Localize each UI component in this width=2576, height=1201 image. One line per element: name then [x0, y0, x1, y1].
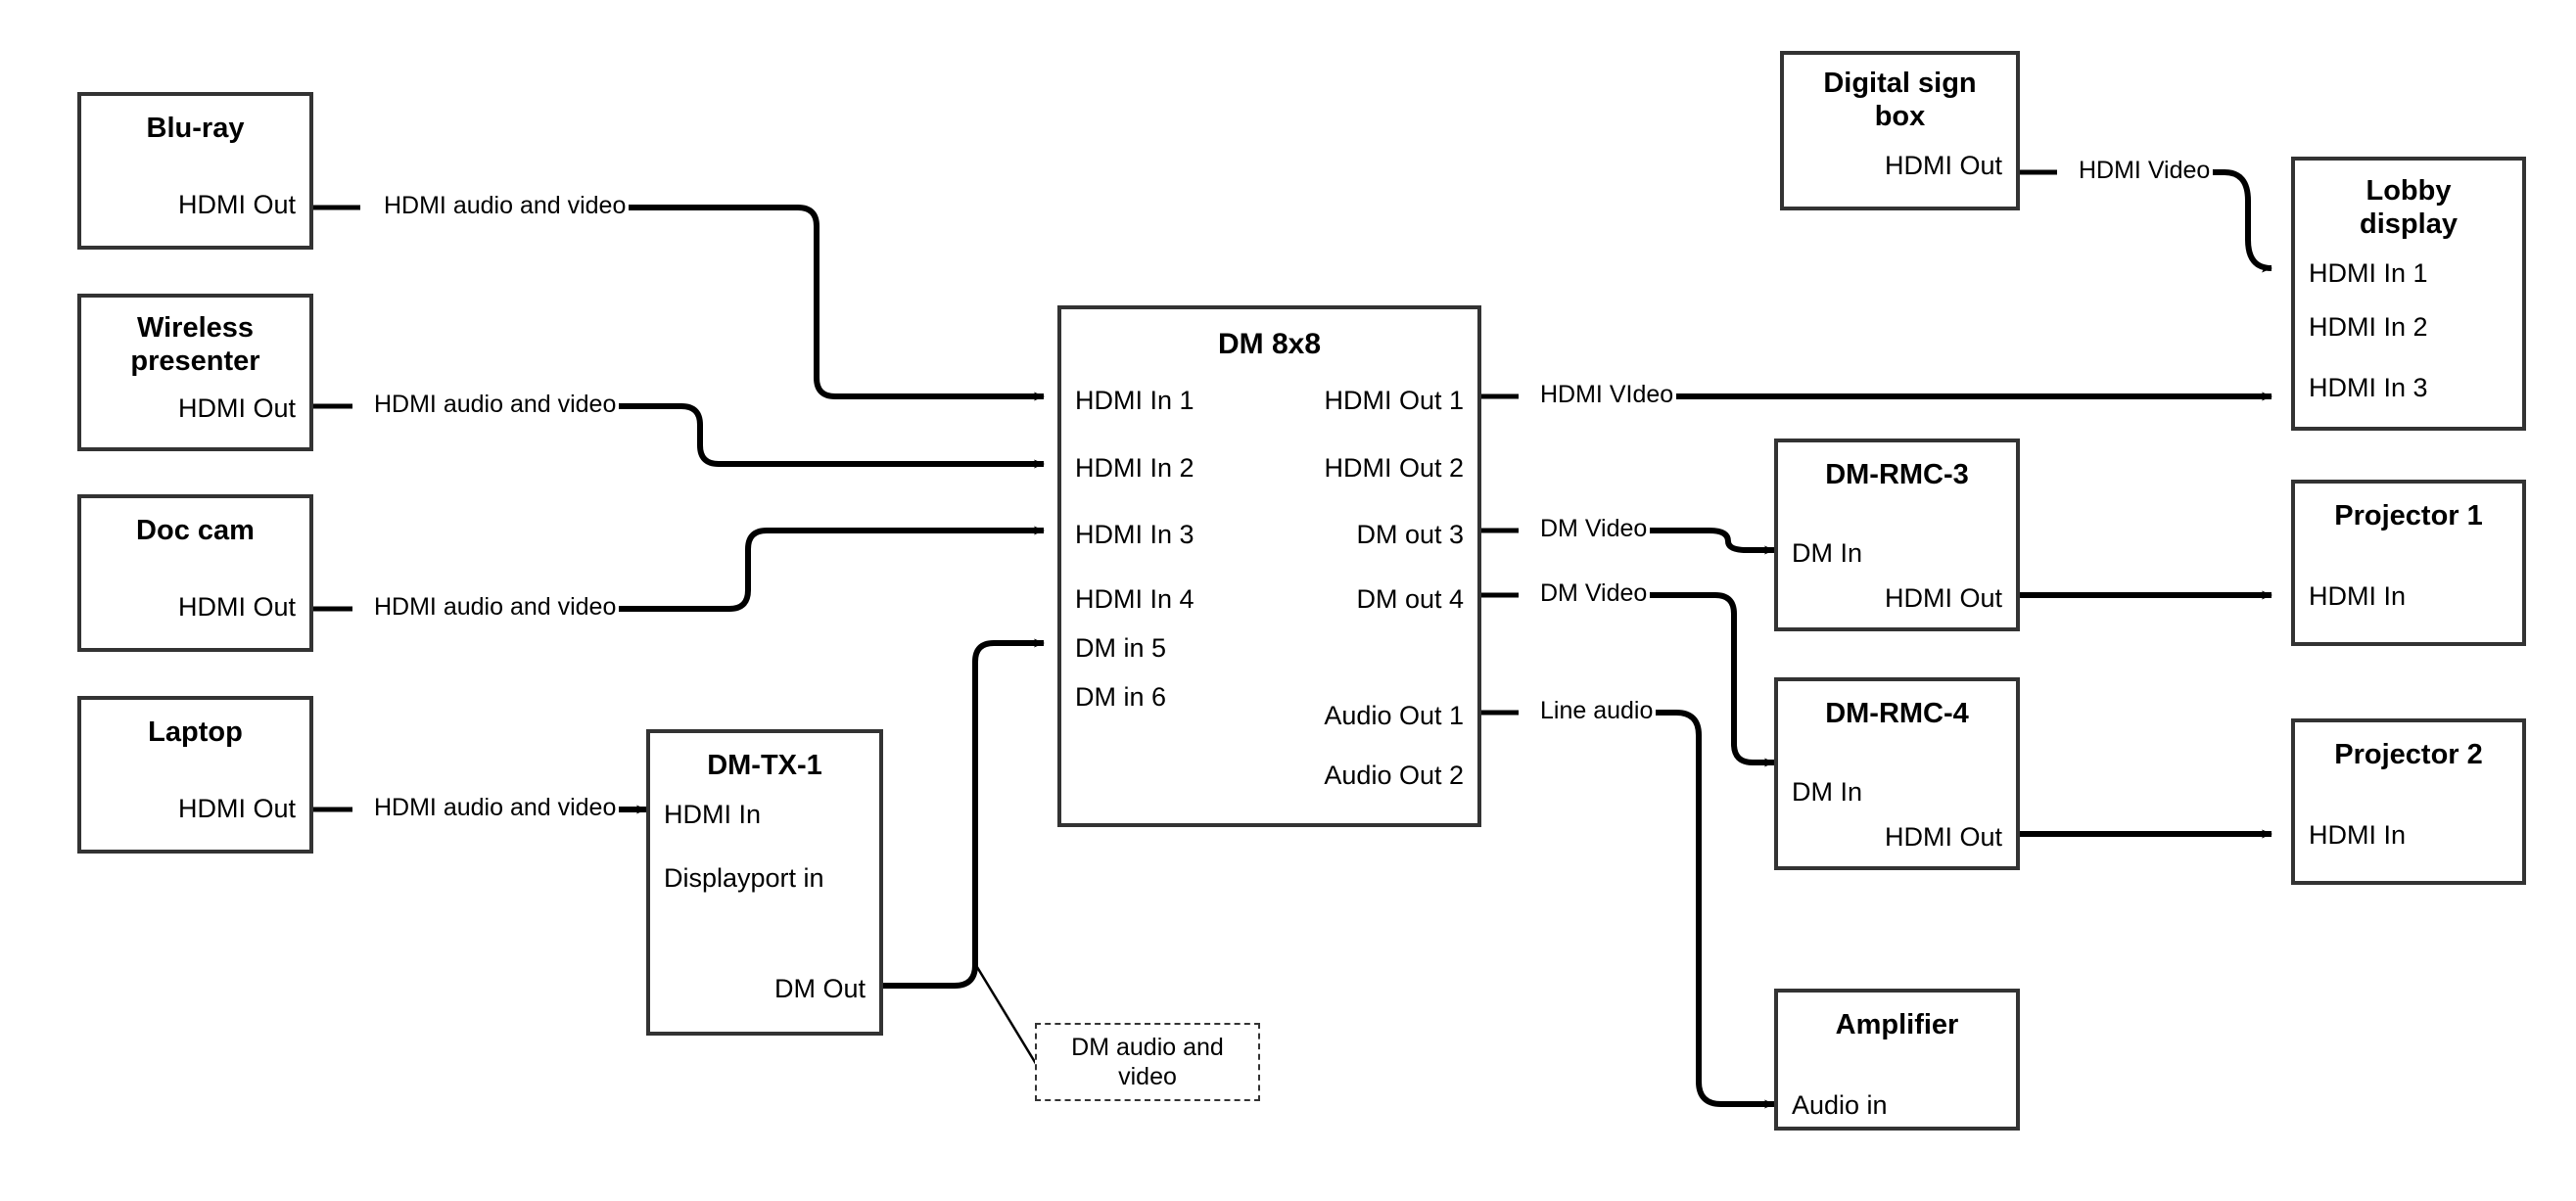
wire-bluray-to-dm8x8-b: [627, 205, 1045, 401]
wire-dm8x8-to-amp-b: [1631, 710, 1775, 1109]
node-digital-sign-box[interactable]: Digital sign box HDMI Out: [1780, 51, 2020, 210]
callout-dm-audio-and-video: DM audio and video: [1035, 1023, 1260, 1101]
node-amplifier-title: Amplifier: [1835, 1009, 1959, 1040]
node-laptop-title: Laptop: [148, 716, 243, 748]
wire-doccam-to-dm8x8-b: [604, 526, 1045, 612]
wire-dm8x8-to-rmc4-b: [1620, 592, 1775, 767]
node-dm-rmc-3[interactable]: DM-RMC-3 DM In HDMI Out: [1774, 439, 2020, 631]
node-projector-2[interactable]: Projector 2 HDMI In: [2291, 718, 2526, 885]
wire-digitalsign-to-lobby-b: [2201, 169, 2272, 273]
port-rmc3-dm-in[interactable]: DM In: [1792, 538, 1863, 568]
node-doc-cam-title: Doc cam: [136, 515, 255, 546]
port-dmtx1-dm-out[interactable]: DM Out: [773, 974, 866, 1003]
port-doccam-hdmi-out[interactable]: HDMI Out: [177, 592, 296, 622]
port-dm8x8-dm-out-3[interactable]: DM out 3: [1356, 520, 1464, 549]
port-proj2-hdmi-in[interactable]: HDMI In: [2309, 820, 2407, 850]
edge-label-dm-out-3: DM Video: [1537, 515, 1651, 543]
port-rmc4-hdmi-out[interactable]: HDMI Out: [1884, 822, 2002, 852]
port-dm8x8-hdmi-in-1[interactable]: HDMI In 1: [1075, 386, 1194, 415]
port-dm8x8-audio-out-1[interactable]: Audio Out 1: [1324, 701, 1464, 730]
port-dm8x8-hdmi-in-2[interactable]: HDMI In 2: [1075, 453, 1194, 483]
port-bluray-hdmi-out[interactable]: HDMI Out: [177, 190, 296, 219]
node-wireless-presenter[interactable]: Wireless presenter HDMI Out: [77, 294, 313, 451]
node-dm-8x8-title: DM 8x8: [1217, 328, 1322, 360]
wire-dmtx1-to-dm8x8: [883, 638, 1045, 989]
port-rmc4-dm-in[interactable]: DM In: [1792, 777, 1863, 807]
node-bluray-title: Blu-ray: [146, 113, 245, 144]
node-dm-tx-1-title: DM-TX-1: [707, 750, 822, 781]
port-dm8x8-hdmi-out-2[interactable]: HDMI Out 2: [1324, 453, 1464, 483]
edge-label-wireless: HDMI audio and video: [371, 391, 620, 419]
port-digitalsign-hdmi-out[interactable]: HDMI Out: [1884, 151, 2002, 180]
port-lobby-hdmi-in-2[interactable]: HDMI In 2: [2309, 312, 2428, 342]
port-dm8x8-hdmi-out-1[interactable]: HDMI Out 1: [1324, 386, 1464, 415]
node-dm-rmc-4-title: DM-RMC-4: [1825, 698, 1969, 729]
port-dm8x8-dm-in-6[interactable]: DM in 6: [1075, 682, 1167, 712]
node-amplifier[interactable]: Amplifier Audio in: [1774, 989, 2020, 1131]
node-dm-tx-1[interactable]: DM-TX-1 HDMI In Displayport in DM Out: [646, 729, 883, 1036]
port-laptop-hdmi-out[interactable]: HDMI Out: [177, 794, 296, 823]
edge-label-digitalsign: HDMI Video: [2076, 157, 2214, 185]
wire-dm8x8-to-rmc3-b: [1620, 528, 1775, 555]
node-dm-8x8[interactable]: DM 8x8 HDMI In 1 HDMI In 2 HDMI In 3 HDM…: [1057, 305, 1481, 827]
port-lobby-hdmi-in-3[interactable]: HDMI In 3: [2309, 373, 2428, 402]
wire-wireless-to-dm8x8-b: [604, 403, 1045, 469]
callout-leader-line: [975, 966, 1040, 1068]
edge-label-hdmi-out-1: HDMI VIdeo: [1537, 381, 1677, 409]
node-dm-rmc-3-title: DM-RMC-3: [1825, 459, 1969, 490]
port-amp-audio-in[interactable]: Audio in: [1792, 1090, 1888, 1120]
edge-label-bluray: HDMI audio and video: [381, 192, 630, 220]
port-dm8x8-dm-in-5[interactable]: DM in 5: [1075, 633, 1167, 663]
node-digital-sign-box-title: Digital sign box: [1823, 68, 1977, 133]
node-doc-cam[interactable]: Doc cam HDMI Out: [77, 494, 313, 652]
port-dm8x8-hdmi-in-3[interactable]: HDMI In 3: [1075, 520, 1194, 549]
port-dm8x8-audio-out-2[interactable]: Audio Out 2: [1324, 761, 1464, 790]
node-lobby-display[interactable]: Lobby display HDMI In 1 HDMI In 2 HDMI I…: [2291, 157, 2526, 431]
port-rmc3-hdmi-out[interactable]: HDMI Out: [1884, 583, 2002, 613]
edge-label-laptop: HDMI audio and video: [371, 794, 620, 822]
edge-label-doccam: HDMI audio and video: [371, 593, 620, 622]
port-lobby-hdmi-in-1[interactable]: HDMI In 1: [2309, 258, 2428, 288]
port-dmtx1-displayport-in[interactable]: Displayport in: [664, 863, 824, 893]
node-dm-rmc-4[interactable]: DM-RMC-4 DM In HDMI Out: [1774, 677, 2020, 870]
port-dm8x8-dm-out-4[interactable]: DM out 4: [1356, 584, 1464, 614]
node-bluray[interactable]: Blu-ray HDMI Out: [77, 92, 313, 250]
port-proj1-hdmi-in[interactable]: HDMI In: [2309, 581, 2407, 611]
node-projector-2-title: Projector 2: [2334, 739, 2483, 770]
port-dmtx1-hdmi-in[interactable]: HDMI In: [664, 800, 762, 829]
node-laptop[interactable]: Laptop HDMI Out: [77, 696, 313, 854]
callout-text: DM audio and video: [1071, 1034, 1224, 1090]
node-lobby-display-title: Lobby display: [2360, 175, 2458, 241]
port-dm8x8-hdmi-in-4[interactable]: HDMI In 4: [1075, 584, 1194, 614]
edge-label-dm-out-4: DM Video: [1537, 579, 1651, 608]
port-wireless-hdmi-out[interactable]: HDMI Out: [177, 393, 296, 423]
node-wireless-presenter-title: Wireless presenter: [130, 312, 260, 378]
node-projector-1-title: Projector 1: [2334, 500, 2483, 531]
edge-label-audio-out-1: Line audio: [1537, 697, 1657, 725]
node-projector-1[interactable]: Projector 1 HDMI In: [2291, 480, 2526, 646]
